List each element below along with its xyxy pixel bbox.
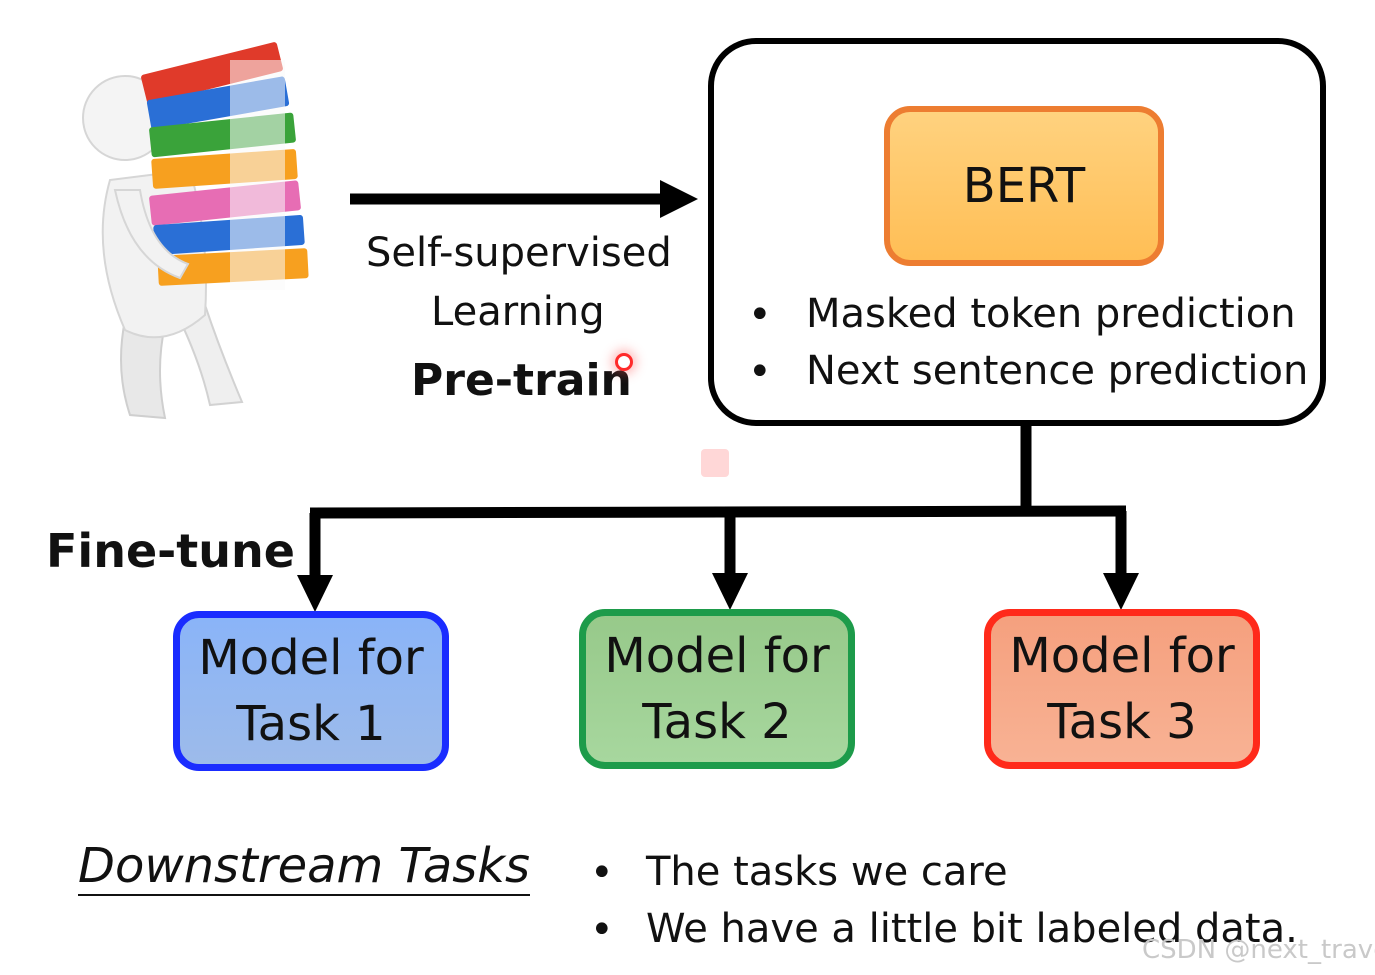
bullet-icon: • xyxy=(590,907,614,953)
bullet-icon: • xyxy=(748,349,772,395)
downstream-bullet-1: The tasks we care xyxy=(646,849,1008,895)
task-2-line1: Model for xyxy=(604,627,830,684)
task-1-line2: Task 1 xyxy=(236,696,386,752)
person-carrying-binders-icon xyxy=(82,42,309,420)
finetune-connectors xyxy=(297,426,1139,612)
downstream-bullet-2: We have a little bit labeled data. xyxy=(646,906,1298,952)
task-box-3: Model for Task 3 xyxy=(984,609,1260,769)
bert-bullet-2: Next sentence prediction xyxy=(806,348,1309,394)
pretrain-line1: Self-supervised xyxy=(366,230,672,276)
bullet-icon: • xyxy=(590,850,614,896)
pretrain-arrow xyxy=(350,180,698,218)
task-2-line2: Task 2 xyxy=(642,694,792,750)
downstream-title: Downstream Tasks xyxy=(78,838,531,896)
task-3-line1: Model for xyxy=(1009,627,1235,684)
bert-title: BERT xyxy=(962,158,1086,214)
pretrain-label: Pre-train xyxy=(411,355,632,406)
zoom-icon[interactable] xyxy=(701,449,729,477)
task-box-1: Model for Task 1 xyxy=(173,611,449,771)
task-box-2: Model for Task 2 xyxy=(579,609,855,769)
bert-bullet-1: Masked token prediction xyxy=(806,291,1296,337)
bert-box: BERT xyxy=(884,106,1164,266)
task-3-line2: Task 3 xyxy=(1047,694,1197,750)
pretrain-line2: Learning xyxy=(431,289,605,335)
bullet-icon: • xyxy=(748,292,772,338)
task-1-line1: Model for xyxy=(198,629,424,686)
laser-pointer-icon xyxy=(615,353,633,371)
watermark: CSDN @next_travel xyxy=(1142,935,1375,965)
finetune-label: Fine-tune xyxy=(46,524,295,578)
